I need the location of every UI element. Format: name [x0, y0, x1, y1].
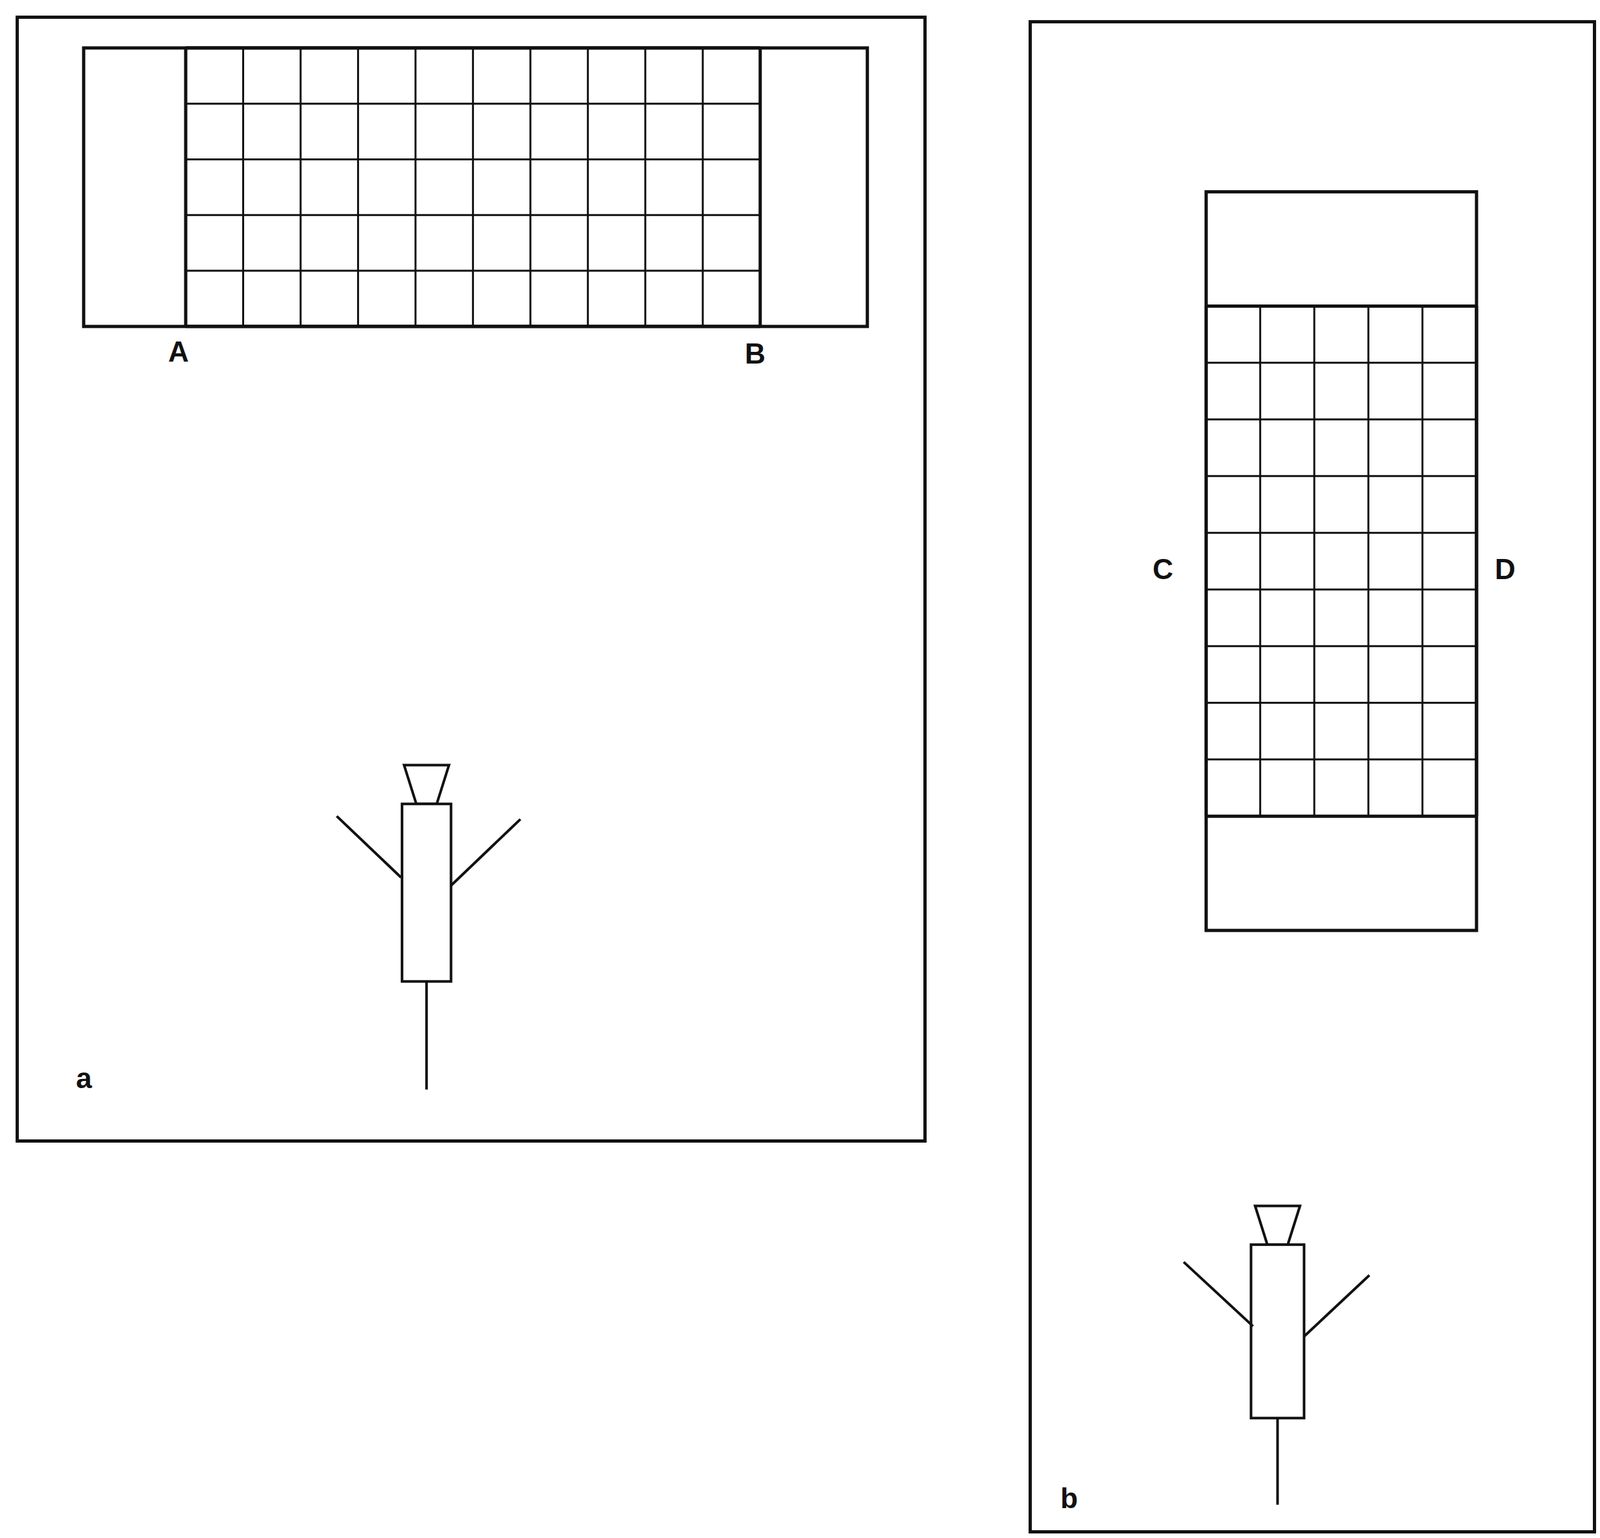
grid-line [185, 46, 761, 50]
arm [1183, 1262, 1254, 1327]
observer-figure [337, 765, 521, 1091]
grid-line [1205, 645, 1476, 648]
grid-line [1313, 305, 1316, 817]
grid-line [529, 48, 532, 327]
edge-label: B [744, 339, 766, 369]
edge-label: D [1494, 555, 1516, 584]
grid-line [1205, 361, 1476, 364]
grid-line [299, 48, 302, 327]
body [401, 803, 451, 982]
grid-line [1204, 305, 1208, 817]
grid-line [587, 48, 589, 327]
edge-label: C [1152, 555, 1174, 584]
board-outline [83, 48, 868, 327]
panel-letter: a [75, 1064, 92, 1093]
grid-line [1205, 758, 1476, 761]
leg [1275, 1418, 1279, 1506]
arm [337, 816, 402, 878]
grid-line [701, 48, 704, 327]
grid-line [185, 324, 761, 328]
grid-line [1205, 701, 1476, 704]
grid-line [1205, 418, 1476, 421]
grid-line [242, 48, 245, 327]
grid-line [1367, 305, 1370, 817]
horizontal-grid [83, 48, 868, 327]
grid-line [1205, 475, 1476, 478]
panel-frame: a [15, 15, 927, 1143]
head [403, 765, 449, 805]
body [1251, 1244, 1305, 1419]
grid-line [414, 48, 417, 327]
board-outline [1205, 191, 1476, 931]
grid-line [185, 158, 761, 161]
grid-line [1205, 588, 1476, 591]
observer-figure [1183, 1205, 1370, 1505]
grid-line [357, 48, 360, 327]
grid-line [1474, 305, 1478, 817]
grid-line [1259, 305, 1262, 817]
grid-line [1205, 304, 1476, 308]
arm [451, 819, 521, 886]
grid-line [185, 270, 761, 273]
panel-frame: b [1028, 20, 1597, 1534]
arm [1303, 1275, 1370, 1337]
grid-line [185, 214, 761, 217]
grid-line [184, 48, 188, 327]
grid-line [185, 102, 761, 105]
vertical-grid [1205, 191, 1476, 931]
grid-line [758, 48, 762, 327]
head [1255, 1205, 1300, 1245]
grid-line [472, 48, 475, 327]
grid-line [1205, 814, 1476, 819]
panel-letter: b [1060, 1484, 1078, 1513]
grid-line [1205, 531, 1476, 534]
edge-label: A [168, 337, 189, 367]
grid-line [644, 48, 647, 327]
leg [425, 981, 428, 1091]
grid-line [1421, 305, 1424, 817]
